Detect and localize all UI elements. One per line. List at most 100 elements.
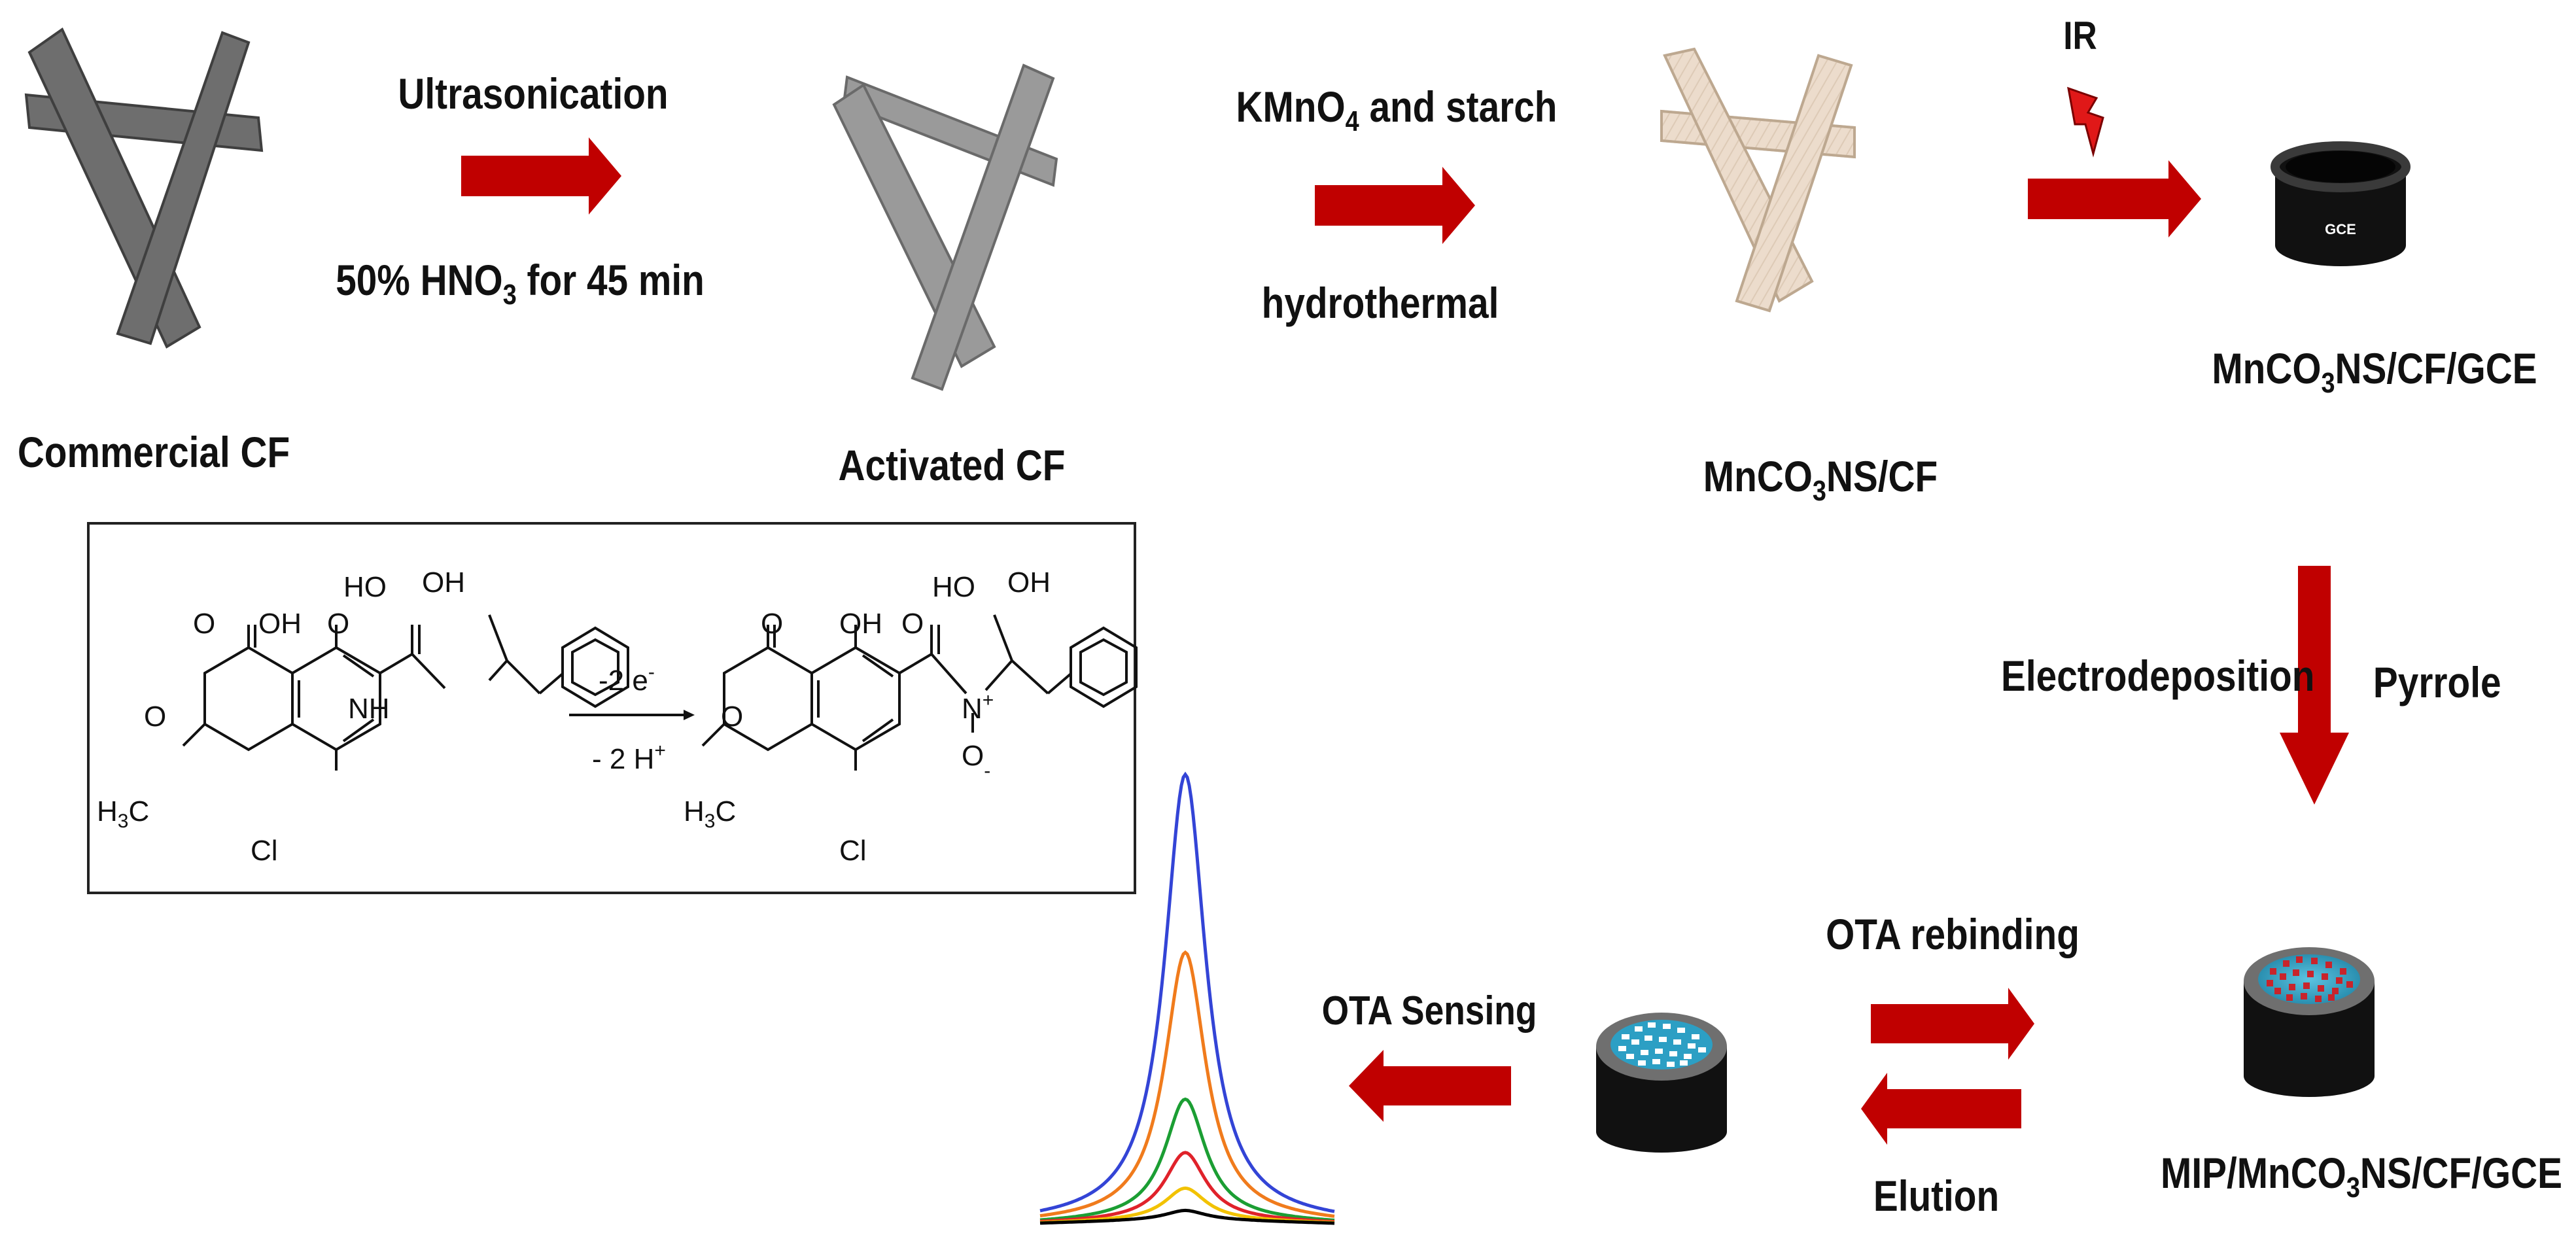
mip-dot — [2340, 968, 2346, 975]
activated-cf-fibers — [832, 63, 1058, 391]
cavity-mark — [1673, 1039, 1681, 1045]
reactant-structure — [182, 614, 629, 771]
cavity-mark — [1638, 1060, 1646, 1066]
step-hno3: 50% HNO3 for 45 min — [336, 256, 705, 311]
label-mnco3ns-cf: MnCO3NS/CF — [1703, 452, 1938, 508]
mip-dot — [2283, 960, 2289, 967]
step-pyrrole: Pyrrole — [2373, 658, 2501, 706]
cavity-mark — [1631, 1039, 1639, 1045]
mip-dot — [2301, 993, 2307, 1000]
mip-dot — [2274, 988, 2281, 994]
cavity-mark — [1680, 1060, 1688, 1066]
mip-dot — [2270, 968, 2276, 975]
mip-dot — [2336, 977, 2342, 984]
ota-sensing-peaks — [1039, 771, 1335, 1225]
mip-dot — [2296, 956, 2303, 963]
cavity-mark — [1669, 1051, 1677, 1056]
atom-o-amide-product: O — [901, 608, 924, 640]
commercial-cf-fibers — [24, 27, 264, 349]
cavity-mark — [1641, 1050, 1648, 1055]
label-commercial-cf: Commercial CF — [17, 428, 290, 476]
atom-o-top: O — [193, 608, 215, 640]
mip-dot — [2315, 996, 2322, 1002]
step-ota-sensing: OTA Sensing — [1321, 988, 1537, 1034]
product-structure — [701, 614, 1138, 771]
mnco3ns-cf-fibers — [1660, 47, 1856, 313]
step-ultrasonication: Ultrasonication — [398, 69, 669, 118]
atom-cl: Cl — [251, 835, 278, 867]
cavity-mark — [1622, 1034, 1629, 1039]
atom-oh-product: OH — [839, 608, 882, 640]
cavity-mark — [1684, 1054, 1692, 1059]
cavity-mark — [1635, 1026, 1643, 1032]
reaction-box — [87, 522, 1136, 894]
cavity-mark — [1655, 1049, 1663, 1054]
mip-dot — [2311, 958, 2318, 964]
label-mip-mnco3ns-cf-gce: MIP/MnCO3NS/CF/GCE — [2161, 1149, 2562, 1204]
atom-cl-product: Cl — [839, 835, 867, 867]
step-elution: Elution — [1873, 1172, 2000, 1220]
mip-dot — [2318, 985, 2324, 992]
atom-h3c: H3C — [97, 795, 149, 832]
atom-ho-product: HO — [932, 571, 975, 603]
peak-curve-1 — [1039, 771, 1335, 1213]
mip-dot — [2280, 973, 2286, 980]
mip-dot — [2328, 994, 2335, 1001]
mip-dot — [2289, 984, 2295, 990]
mip-dot — [2307, 971, 2314, 977]
label-activated-cf: Activated CF — [838, 441, 1066, 489]
step-ota-rebinding: OTA rebinding — [1826, 910, 2080, 958]
atom-o-minus: O- — [962, 740, 990, 782]
mip-electrode-icon — [2244, 947, 2375, 1097]
peak-curve-2 — [1039, 950, 1335, 1218]
eluted-electrode-icon — [1596, 1013, 1727, 1153]
atom-o-ring: O — [144, 701, 166, 733]
cavity-mark — [1667, 1062, 1675, 1067]
atom-o-top-product: O — [761, 608, 783, 640]
reaction-arrow — [569, 710, 695, 720]
reaction-above-arrow: -2 e- — [599, 661, 655, 697]
cavity-mark — [1626, 1054, 1634, 1059]
mip-molecule-dots — [2267, 956, 2353, 1002]
cavity-mark — [1677, 1028, 1685, 1033]
atom-o-amide: O — [327, 608, 349, 640]
gce-electrode-label: GCE — [2325, 221, 2356, 237]
cavity-mark — [1648, 1022, 1656, 1028]
atom-h3c-product: H3C — [684, 795, 736, 832]
imprinted-cavities — [1618, 1022, 1706, 1067]
step-hydrothermal: hydrothermal — [1261, 279, 1499, 327]
step-ir: IR — [2063, 14, 2097, 58]
arrow-ultrasonication — [461, 137, 621, 215]
atom-oh-acid-product: OH — [1007, 566, 1051, 599]
mip-dot — [2332, 988, 2339, 994]
mip-dot — [2346, 981, 2353, 988]
cavity-mark — [1652, 1059, 1660, 1064]
atom-o-ring-product: O — [721, 701, 743, 733]
mip-dot — [2286, 994, 2293, 1001]
atom-oh: OH — [258, 608, 302, 640]
atom-n-plus: N+ — [962, 689, 994, 725]
arrow-ota-sensing — [1349, 1050, 1511, 1122]
mip-dot — [2322, 973, 2328, 980]
mip-dot — [2267, 980, 2273, 986]
reaction-below-arrow: - 2 H+ — [592, 740, 666, 775]
arrow-hydrothermal — [1315, 167, 1475, 244]
atom-oh-acid: OH — [422, 566, 465, 599]
cavity-mark — [1663, 1024, 1671, 1029]
arrow-elution — [1861, 1073, 2021, 1145]
arrow-ota-rebinding — [1871, 988, 2034, 1060]
peak-curve-4 — [1039, 1151, 1335, 1224]
gce-electrode-icon — [2271, 141, 2411, 266]
atom-ho: HO — [343, 571, 387, 603]
arrow-electrodeposition — [2280, 566, 2349, 805]
peak-curve-3 — [1039, 1097, 1335, 1222]
cavity-mark — [1618, 1046, 1626, 1051]
mip-dot — [2293, 969, 2299, 976]
label-mnco3ns-cf-gce: MnCO3NS/CF/GCE — [2212, 344, 2537, 400]
arrow-ir — [2028, 160, 2201, 237]
mip-dot — [2325, 962, 2332, 968]
peak-curve-6 — [1039, 1208, 1335, 1225]
atom-nh: NH — [348, 693, 390, 725]
